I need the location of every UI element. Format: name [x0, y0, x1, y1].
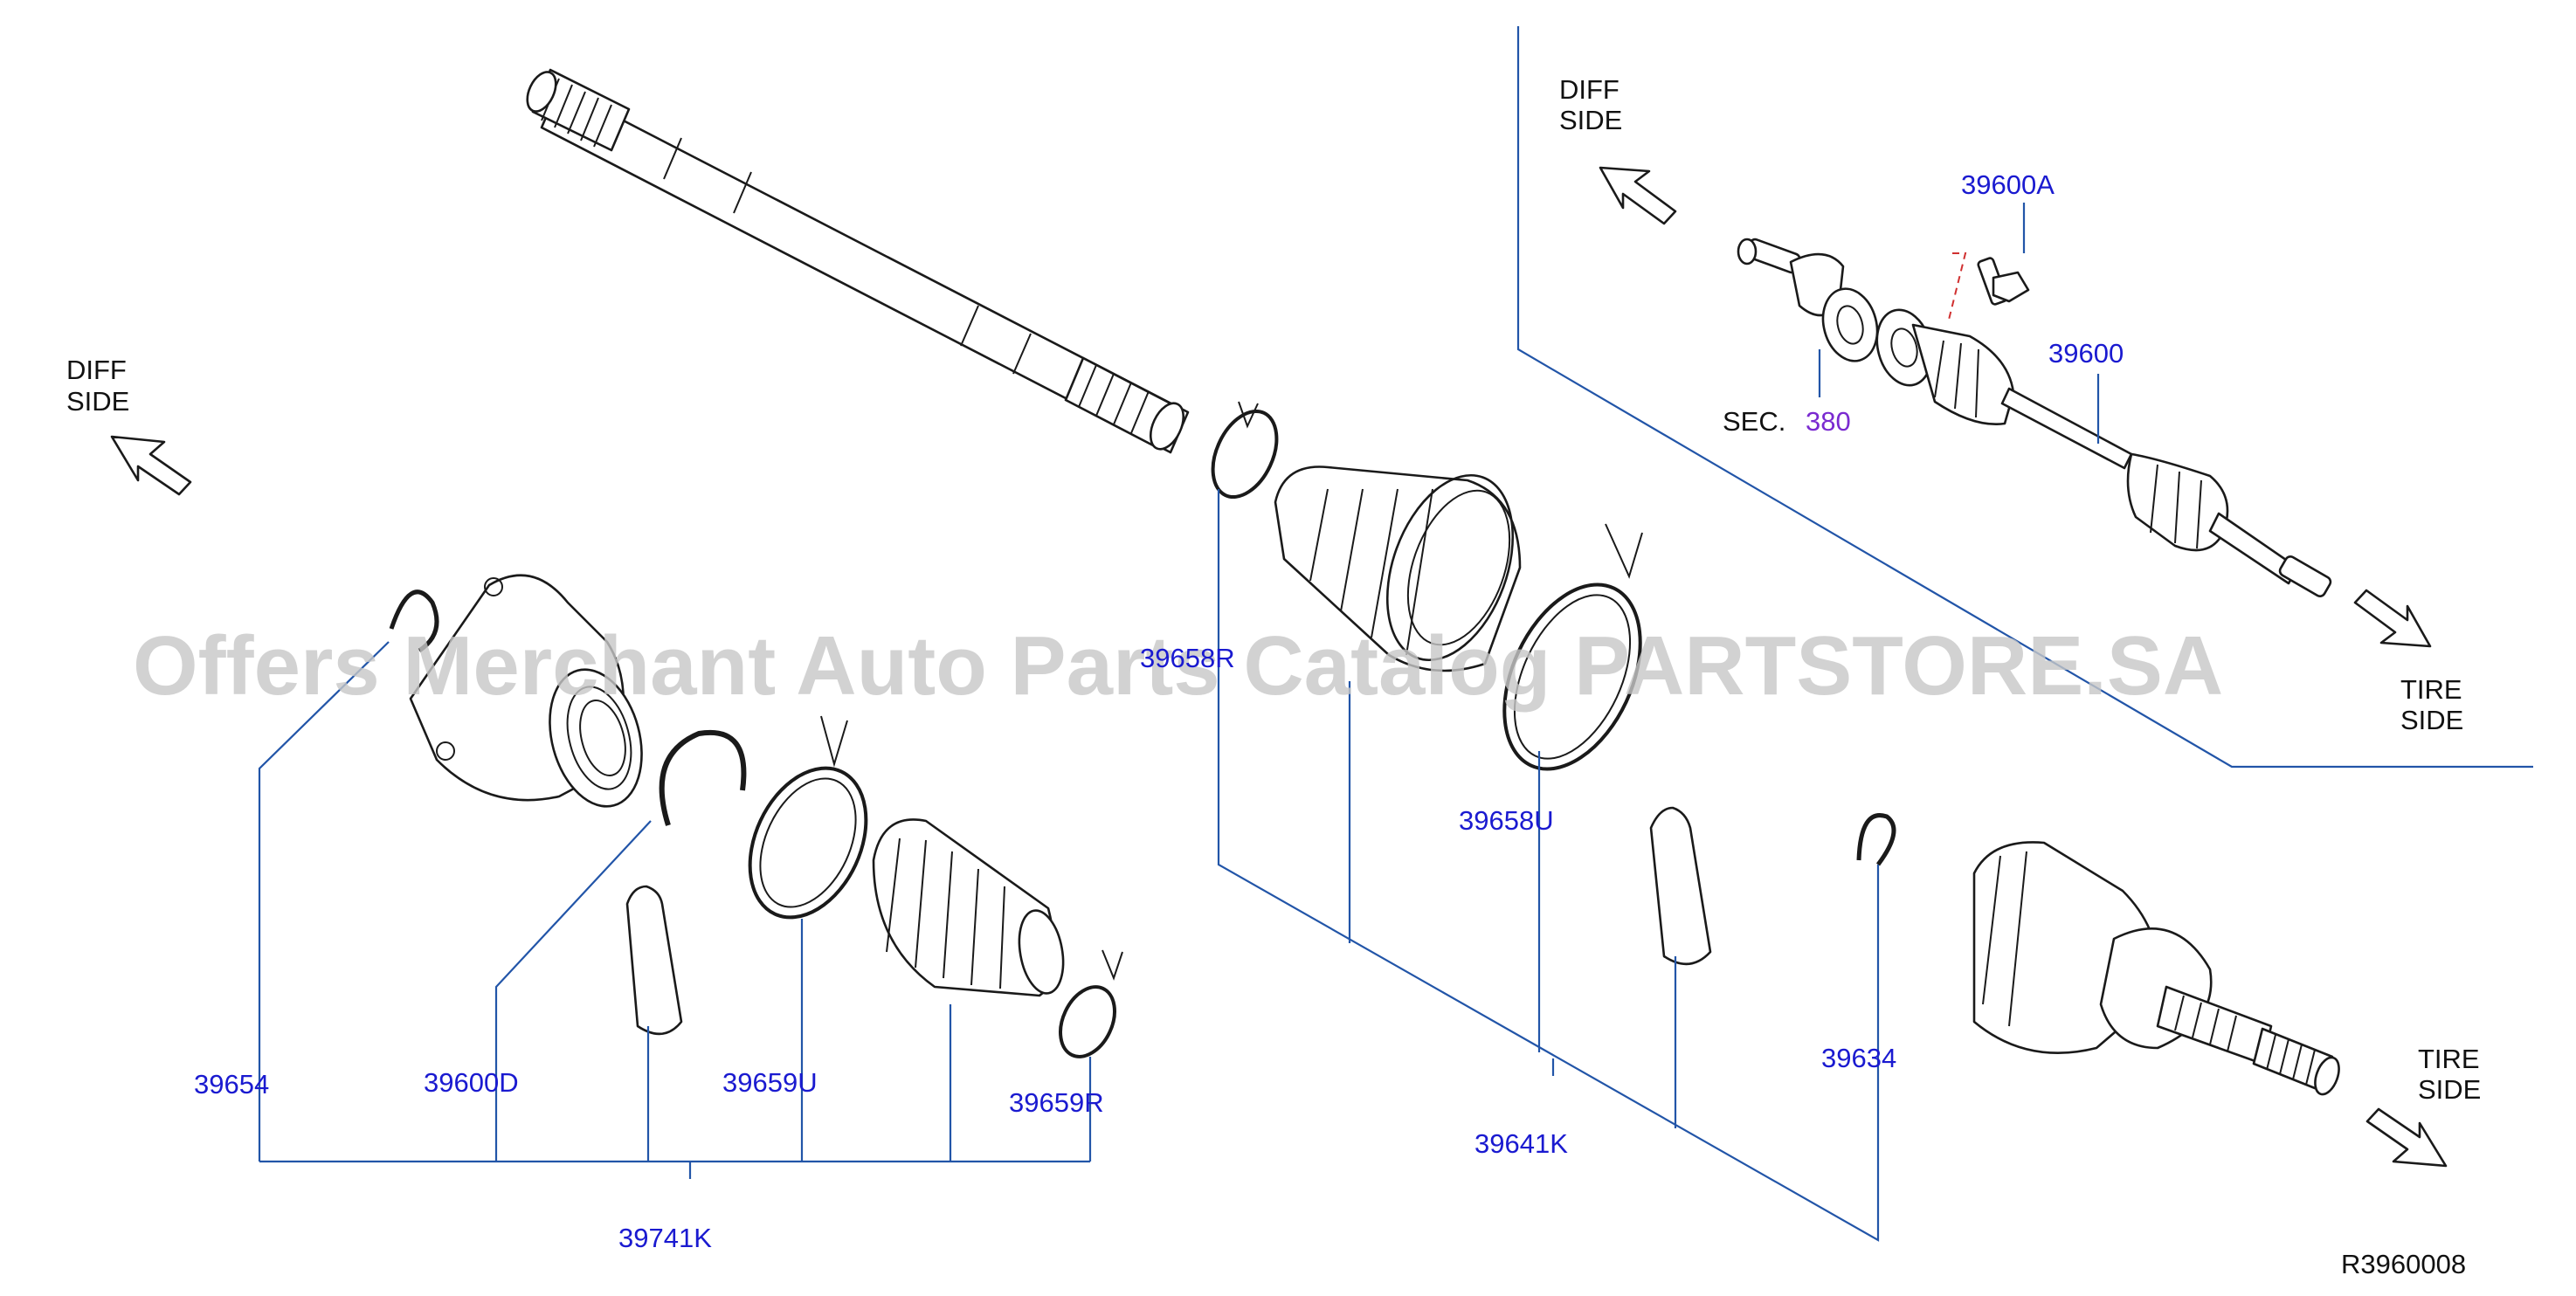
outer-boot: [1274, 465, 1522, 672]
leader-lines: [258, 489, 1880, 1242]
tire-side-arrow-right-icon: [2365, 1107, 2448, 1168]
grease-tube-left: [625, 885, 683, 1036]
tire-side-inset-arrow-icon: [2353, 589, 2432, 648]
side-label: SIDE: [2418, 1074, 2481, 1105]
part-number-39654[interactable]: 39654: [194, 1069, 269, 1100]
inset-frame: [1516, 26, 2533, 769]
small-band-39659R: [1059, 949, 1123, 1058]
grease-tube-right: [1649, 806, 1712, 966]
watermark: Offers Merchant Auto Parts Catalog PARTS…: [133, 619, 2223, 713]
tire-label: TIRE: [2418, 1044, 2480, 1074]
side-label: SIDE: [66, 386, 129, 417]
boot-band-39658U: [1502, 523, 1643, 771]
boot-band-39659U: [748, 715, 868, 920]
section-number: 380: [1806, 406, 1851, 437]
inset-leaders: [1818, 203, 2100, 444]
section-reference: SEC. 380: [1723, 406, 1851, 437]
axle-shaft: [526, 68, 1190, 454]
diff-label: DIFF: [66, 355, 127, 385]
diff-side-inset-arrow-icon: [1599, 166, 1677, 225]
diagram-code: R3960008: [2341, 1249, 2466, 1279]
outer-joint: [1972, 841, 2340, 1096]
circlip-39600D: [659, 729, 747, 826]
part-number-39600A[interactable]: 39600A: [1961, 169, 2055, 200]
inner-joint-housing: [409, 574, 643, 808]
inset-drive-shaft-assembly: [1737, 238, 2332, 597]
diff-side-label-inset: DIFF SIDE: [1559, 74, 1622, 135]
part-number-39658U[interactable]: 39658U: [1459, 805, 1554, 836]
part-number-39658R[interactable]: 39658R: [1140, 643, 1235, 673]
section-prefix: SEC.: [1723, 406, 1785, 437]
snap-ring-39654: [389, 589, 439, 653]
diff-label: DIFF: [1559, 74, 1619, 105]
tire-side-label-inset: TIRE SIDE: [2400, 674, 2463, 735]
part-number-39600D[interactable]: 39600D: [424, 1067, 519, 1098]
inner-boot: [872, 818, 1065, 997]
side-label: SIDE: [1559, 105, 1622, 135]
diff-side-arrow-left-icon: [110, 435, 192, 496]
boot-band-39658R: [1211, 401, 1279, 500]
part-number-39741K[interactable]: 39741K: [618, 1223, 712, 1253]
tire-side-label-right: TIRE SIDE: [2418, 1044, 2481, 1105]
side-label: SIDE: [2400, 705, 2463, 735]
part-number-39634[interactable]: 39634: [1821, 1043, 1896, 1073]
part-number-39659U[interactable]: 39659U: [722, 1067, 818, 1098]
part-number-39641K[interactable]: 39641K: [1474, 1128, 1568, 1159]
part-number-39600[interactable]: 39600: [2048, 338, 2124, 369]
part-number-39659R[interactable]: 39659R: [1009, 1087, 1104, 1118]
snap-ring-39634: [1856, 813, 1896, 866]
diff-side-label-left: DIFF SIDE: [66, 355, 129, 417]
tire-label: TIRE: [2400, 674, 2462, 705]
